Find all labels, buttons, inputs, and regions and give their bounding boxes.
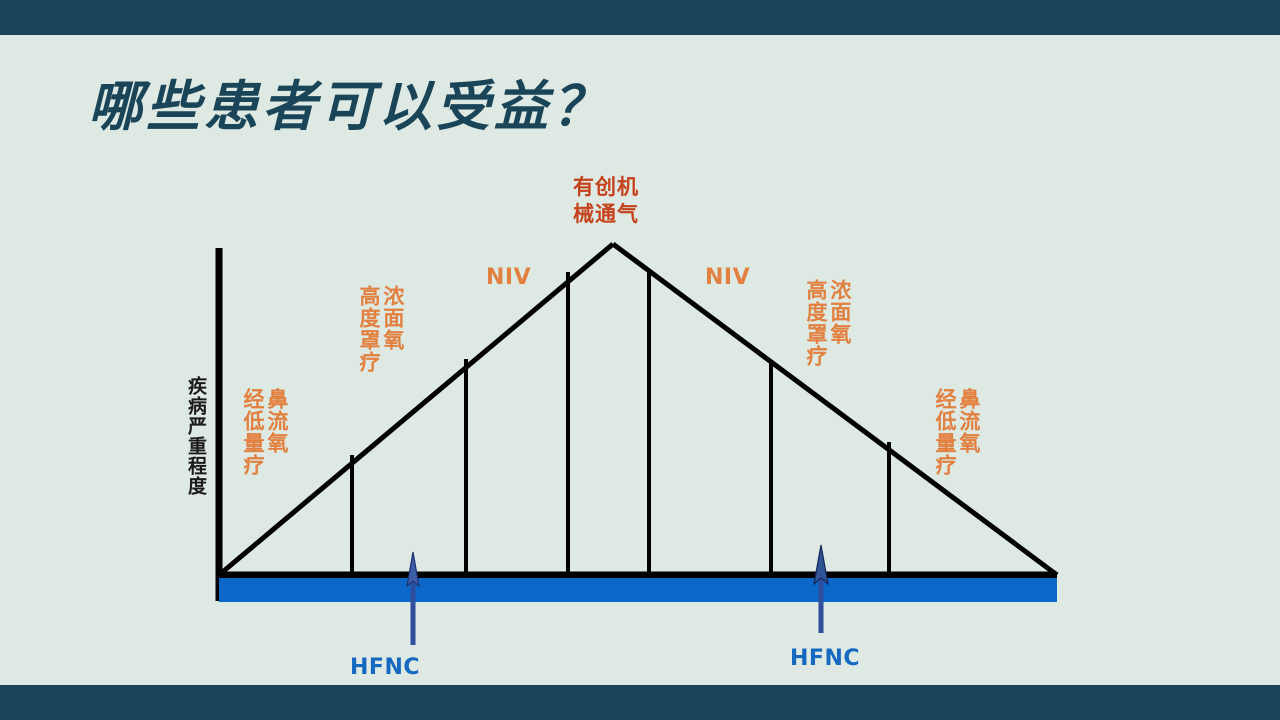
stage-label-low-flow-oxygen-ascending: 鼻流氧 经低量疗 <box>240 388 289 508</box>
stage-label-low-flow-oxygen-descending: 鼻流氧 经低量疗 <box>932 388 981 508</box>
bottom-banner-bar <box>0 685 1280 720</box>
ascending-slope-line <box>217 242 615 577</box>
hfnc-arrow-left <box>406 551 420 645</box>
stage-label-niv-descending: NIV <box>705 265 751 290</box>
stage-label-col-right: 浓面氧 <box>827 279 852 345</box>
stage-label-mask-oxygen-ascending: 浓面氧 高度罩疗 <box>356 285 405 405</box>
hfnc-label-left: HFNC <box>350 655 420 680</box>
stage-label-col-left: 高度罩疗 <box>356 285 381 373</box>
hfnc-arrow-right <box>813 544 829 633</box>
stage-label-niv-ascending: NIV <box>486 265 532 290</box>
stage-label-col-left: 经低量疗 <box>240 388 265 476</box>
peak-label-invasive-ventilation: 有创机 械通气 <box>573 174 639 228</box>
hfnc-label-right: HFNC <box>790 646 860 671</box>
y-axis-label: 疾病严重程度 <box>185 376 207 496</box>
top-banner-bar <box>0 0 1280 35</box>
hfnc-support-bar <box>219 578 1057 602</box>
stage-label-col-left: 经低量疗 <box>932 388 957 476</box>
stage-label-col-right: 浓面氧 <box>380 285 405 351</box>
stage-label-col-right: 鼻流氧 <box>264 388 289 454</box>
stage-label-col-left: 高度罩疗 <box>803 279 828 367</box>
peak-label-line-2: 械通气 <box>573 201 639 226</box>
descending-slope-line <box>611 241 1059 578</box>
peak-label-line-1: 有创机 <box>573 175 639 199</box>
stage-label-col-right: 鼻流氧 <box>956 388 981 454</box>
page-title: 哪些患者可以受益？ <box>88 74 610 138</box>
stage-label-mask-oxygen-descending: 浓面氧 高度罩疗 <box>803 279 852 399</box>
